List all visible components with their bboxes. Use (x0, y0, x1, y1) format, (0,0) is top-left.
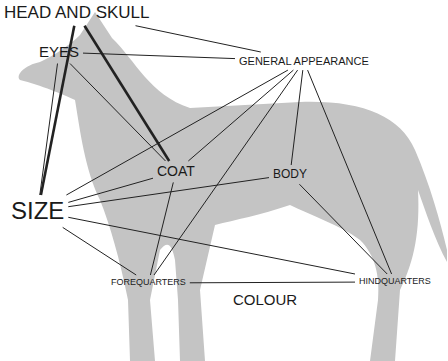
section-label: FOREQUARTERS (110, 278, 187, 288)
connector-line (136, 26, 261, 52)
section-label: GENERAL APPEARANCE (238, 55, 370, 67)
label-text: GENERAL APPEARANCE (239, 55, 369, 67)
section-label: BODY (272, 168, 308, 181)
label-text: FOREQUARTERS (111, 278, 186, 288)
section-label: HINDQUARTERS (358, 277, 432, 287)
section-label: COAT (156, 164, 196, 179)
connector-line (70, 64, 166, 162)
connector-line (40, 64, 58, 196)
connector-line (66, 70, 288, 195)
connector-line (68, 217, 355, 274)
connector-line (308, 70, 392, 274)
connector-line (299, 184, 387, 274)
section-label: HEAD AND SKULL (3, 4, 151, 23)
label-text: BODY (273, 168, 307, 181)
connector-line (190, 282, 355, 284)
connector-line (63, 227, 137, 275)
label-text: COAT (157, 164, 195, 179)
label-text: EYES (39, 44, 79, 61)
label-text: SIZE (11, 198, 64, 224)
label-text: COLOUR (233, 292, 297, 309)
connector-line (85, 26, 170, 161)
connector-line (150, 182, 173, 275)
connector-line (83, 53, 235, 59)
label-text: HINDQUARTERS (359, 277, 431, 287)
section-label: SIZE (10, 198, 65, 224)
label-text: HEAD AND SKULL (4, 4, 150, 23)
section-label: EYES (38, 44, 80, 61)
connector-line (68, 178, 153, 202)
connector-line (188, 70, 293, 161)
connector-line (291, 70, 303, 165)
section-label: COLOUR (232, 292, 298, 309)
